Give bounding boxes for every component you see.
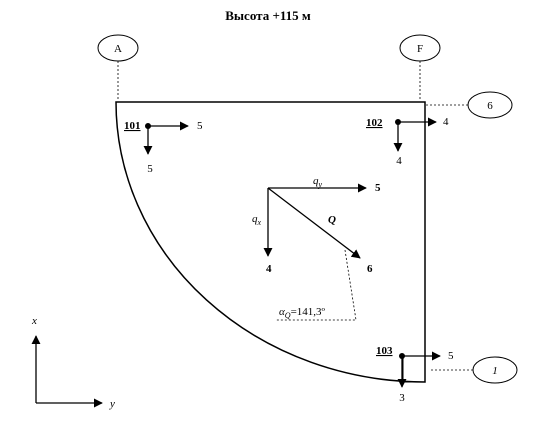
column-103 (402, 355, 426, 383)
axis-a: A (97, 34, 139, 101)
alpha-label: αQ=141,3º (279, 306, 326, 320)
node-103: 103 5 3 (376, 345, 454, 404)
resultant-load: qy 5 qx 4 Q 6 αQ=141,3º (252, 175, 381, 321)
qy-label: qy (313, 175, 323, 189)
node-102: 102 4 4 (366, 116, 449, 167)
axis-f-label: F (417, 43, 423, 55)
node-101: 101 5 5 (124, 120, 203, 175)
angle-leader (275, 249, 357, 321)
q-label: Q (328, 214, 336, 226)
y-axis-label: y (109, 398, 115, 410)
node-103-right-value: 5 (448, 350, 454, 362)
coord-system: x y (31, 315, 115, 410)
node-101-right-value: 5 (197, 120, 203, 132)
node-101-id: 101 (124, 120, 141, 132)
x-axis-label: x (31, 315, 37, 327)
qy-value: 5 (375, 182, 381, 194)
q-value: 6 (367, 263, 373, 275)
slab-outline (115, 101, 426, 383)
axis-6: 6 (424, 91, 513, 119)
node-101-down-value: 5 (147, 163, 153, 175)
title: Высота +115 м (225, 8, 311, 23)
node-102-id: 102 (366, 117, 383, 129)
node-102-down-value: 4 (396, 155, 402, 167)
axis-f: F (399, 34, 441, 101)
qx-value: 4 (266, 263, 272, 275)
axis-6-label: 6 (487, 100, 493, 112)
axis-1: 1 (430, 356, 518, 384)
node-103-id: 103 (376, 345, 393, 357)
q-arrow (267, 187, 361, 259)
qx-label: qx (252, 213, 262, 227)
axis-1-label: 1 (492, 365, 498, 377)
axis-a-label: A (114, 43, 122, 55)
node-102-right-value: 4 (443, 116, 449, 128)
node-103-down-value: 3 (399, 392, 405, 404)
